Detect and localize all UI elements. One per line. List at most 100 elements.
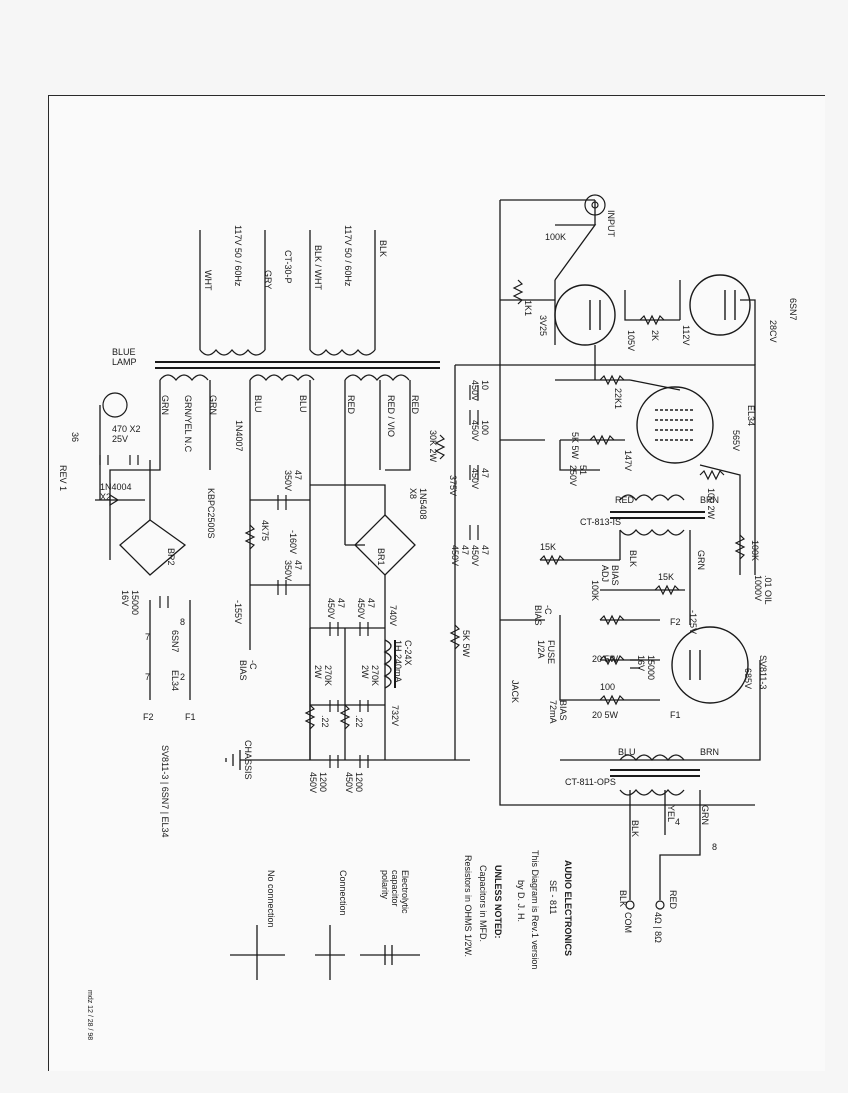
label-r100: 100 bbox=[600, 682, 615, 692]
label-chassis: CHASSIS bbox=[243, 740, 253, 780]
label-v-28cv: 28CV bbox=[768, 320, 778, 343]
label-r100k-b: 100K bbox=[750, 540, 760, 561]
label-xfmr-gry: GRY bbox=[263, 270, 273, 289]
label-v-neg155: -155V bbox=[233, 600, 243, 624]
label-blk-out: BLK bbox=[618, 890, 628, 907]
label-f1b: F1 bbox=[670, 710, 681, 720]
label-c22-a: .22 bbox=[320, 715, 330, 728]
label-cap-note: Capacitors in MFD. bbox=[478, 865, 488, 942]
label-c47b: 47450V bbox=[470, 545, 490, 566]
label-v-neg160: -160V bbox=[288, 530, 298, 554]
wiring bbox=[99, 199, 761, 980]
label-r22k1: 22K1 bbox=[613, 388, 623, 409]
label-blk-a: BLK bbox=[628, 550, 638, 567]
label-sec-red2: RED bbox=[346, 395, 356, 415]
label-v-neg125: -125V bbox=[688, 610, 698, 634]
label-r270k-a: 270K2W bbox=[313, 665, 333, 686]
label-title: AUDIO ELECTRONICS bbox=[563, 860, 573, 956]
label-bias-adj: BIASADJ bbox=[600, 565, 620, 586]
label-h6sn7: 6SN7 bbox=[170, 630, 180, 653]
label-h7a: 7 bbox=[145, 632, 150, 642]
label-xfmr-117b: 117V 50 / 60Hz bbox=[233, 225, 243, 287]
label-c47-350b: 47350V bbox=[283, 560, 303, 581]
label-r20-5w-a: 20 5W bbox=[592, 654, 619, 664]
label-f2b: F2 bbox=[670, 617, 681, 627]
label-jack: JACK bbox=[510, 680, 520, 703]
label-c47d: 47450V bbox=[356, 598, 376, 619]
tube-6sn7-a bbox=[554, 284, 616, 346]
label-r36: 36 bbox=[70, 432, 80, 442]
label-r100-2w: 100 2W bbox=[706, 488, 716, 520]
label-red-a: RED bbox=[615, 495, 635, 505]
tube-el34 bbox=[636, 386, 714, 464]
label-v-565v: 565V bbox=[731, 430, 741, 451]
label-c15000-16vb: 1500016V bbox=[120, 590, 140, 615]
schematic-sheet bbox=[48, 95, 825, 1071]
label-tube-sv811: SV811-3 bbox=[758, 655, 768, 689]
label-r15k-b: 15K bbox=[658, 572, 674, 582]
label-c47a: 47450V bbox=[470, 468, 490, 489]
label-r4k75: 4K75 bbox=[260, 520, 270, 541]
label-neg-c-bias: -CBIAS bbox=[533, 605, 553, 626]
label-v-147v: 147V bbox=[623, 450, 633, 471]
label-brn-a: BRN bbox=[700, 495, 719, 505]
label-tube-6sn7: 6SN7 bbox=[788, 298, 798, 321]
components bbox=[95, 194, 746, 910]
label-sec-grn2: GRN bbox=[160, 395, 170, 415]
label-com: COM bbox=[623, 912, 633, 933]
label-out-4-8: 4Ω | 8Ω bbox=[653, 912, 663, 943]
label-legend-elec: Electrolyticcapacitorpolarity bbox=[380, 870, 410, 914]
label-tube-el34: EL34 bbox=[746, 405, 756, 426]
label-heater-group: SV811-3 | 6SN7 | EL34 bbox=[160, 745, 170, 838]
label-blu-b: BLU bbox=[618, 747, 636, 757]
label-pin4: 4 bbox=[675, 817, 680, 827]
tube-6sn7-b bbox=[689, 274, 751, 336]
label-sec-blu2: BLU bbox=[253, 395, 263, 413]
label-hf1: F1 bbox=[185, 712, 196, 722]
label-sec-blu1: BLU bbox=[298, 395, 308, 413]
label-h7b: 7 bbox=[145, 672, 150, 682]
label-pin8: 8 bbox=[712, 842, 717, 852]
label-ct813is: CT-813-IS bbox=[580, 517, 621, 527]
label-fuse: FUSE1/2A bbox=[536, 640, 556, 664]
label-r30k: 30K 2W bbox=[428, 430, 438, 463]
label-grn-a: GRN bbox=[696, 550, 706, 570]
label-v-740v: 740V bbox=[388, 605, 398, 626]
label-d1n4007: 1N4007 bbox=[234, 420, 244, 452]
label-r15k-a: 15K bbox=[540, 542, 556, 552]
label-c22-b: .22 bbox=[354, 715, 364, 728]
label-input: INPUT bbox=[606, 210, 616, 238]
label-c01-oil: .01 OIL1000V bbox=[753, 575, 773, 605]
label-h2: 2 bbox=[180, 672, 185, 682]
label-neg-c-bias2: -CBIAS bbox=[238, 660, 258, 681]
label-r2k: 2K bbox=[650, 330, 660, 341]
label-c10: 10450V bbox=[470, 380, 490, 401]
label-h8: 8 bbox=[180, 617, 185, 627]
label-model: SE - 811 bbox=[548, 880, 558, 914]
label-r270k-b: 270K2W bbox=[360, 665, 380, 686]
label-v-685v: 685V bbox=[743, 668, 753, 689]
label-ct811ops: CT-811-OPS bbox=[565, 777, 616, 787]
label-r1k1: 1K1 bbox=[523, 300, 533, 316]
label-v-112v: 112V bbox=[681, 325, 691, 345]
label-grn-b: GRN bbox=[700, 805, 710, 825]
label-xfmr-blkwht: BLK / WHT bbox=[313, 245, 323, 291]
label-kbpc: KBPC2500S bbox=[206, 488, 216, 539]
labels: INPUT 100K 1K1 6SN7 28CV 3V25 105V 2K 11… bbox=[58, 210, 798, 1040]
label-unless: UNLESS NOTED: bbox=[493, 865, 503, 939]
label-legend-noconn: No connection bbox=[266, 870, 276, 928]
label-sec-redvio: RED / VIO bbox=[386, 395, 396, 437]
label-res-note: Resistors in OHMS 1/2W. bbox=[463, 855, 473, 957]
label-br1: BR1 bbox=[376, 548, 386, 566]
label-c47e: 47450V bbox=[326, 598, 346, 619]
label-c51: 51250V bbox=[568, 465, 588, 486]
label-footer: mdz 12 / 28 / 98 bbox=[86, 990, 93, 1040]
label-c47-350a: 47350V bbox=[283, 470, 303, 491]
label-rev1: REV 1 bbox=[58, 465, 68, 491]
tubes bbox=[554, 274, 751, 704]
